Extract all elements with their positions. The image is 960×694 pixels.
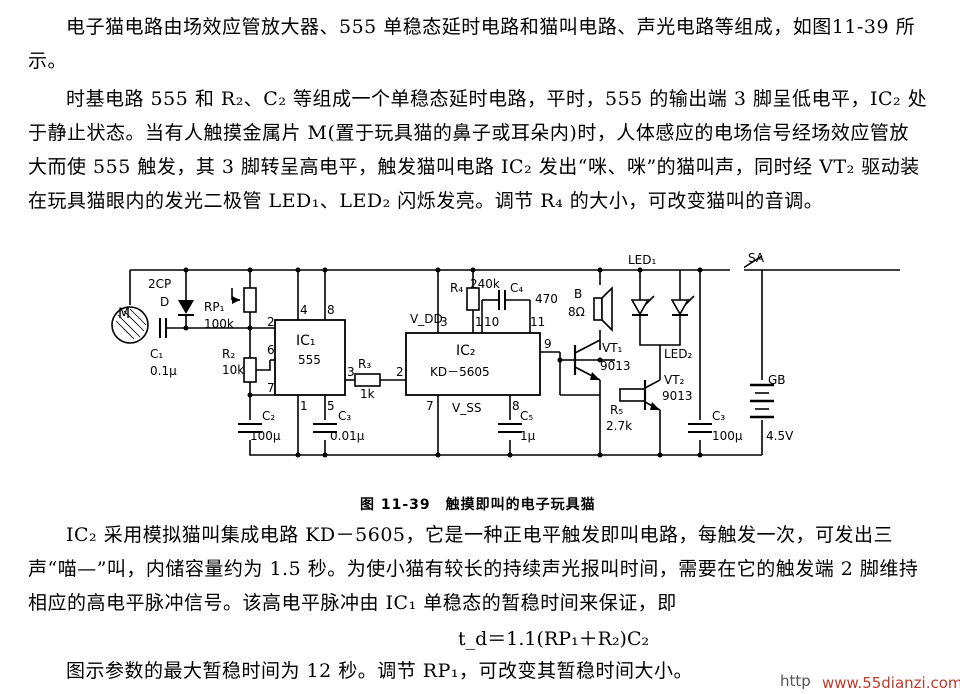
switch-sa: [730, 255, 763, 274]
paragraph-kd5605: IC₂ 采用模拟猫叫集成电路 KD－5605，它是一种正电平触发即叫电路，每触发…: [28, 524, 919, 614]
label-c2-value: 100μ: [250, 429, 281, 443]
pin-ic2-2: 2: [396, 365, 404, 379]
diode-d: [178, 300, 194, 314]
capacitor-c1: [159, 318, 167, 338]
transistor-vt1: [560, 339, 601, 381]
pin-ic2-11: 11: [530, 315, 545, 329]
label-vt1: VT₁: [602, 341, 623, 355]
speaker-b: [593, 286, 613, 332]
pin-6: 6: [267, 343, 275, 357]
label-r3: R₃: [358, 357, 371, 371]
label-vt2: VT₂: [664, 373, 685, 387]
label-c5: C₅: [520, 409, 533, 423]
ic1-555-box: [274, 319, 346, 396]
label-r2: R₂: [222, 347, 235, 361]
potentiometer-rp1: [243, 287, 257, 313]
pin-ic2-8: 8: [512, 399, 520, 413]
label-b-value: 8Ω: [568, 305, 585, 319]
label-c1: C₁: [150, 347, 163, 361]
label-r3-value: 1k: [360, 387, 375, 401]
label-c4-value: 470: [535, 292, 558, 306]
label-ic1: IC₁: [296, 333, 316, 349]
watermark-site: www.55dianzi.com: [822, 674, 960, 692]
pin-5: 5: [327, 399, 335, 413]
pin-2: 2: [267, 315, 275, 329]
label-led2: LED₂: [664, 347, 693, 361]
resistor-r5: [619, 388, 646, 402]
pin-ic2-10: 10: [484, 315, 499, 329]
label-gb-value: 4.5V: [766, 429, 794, 443]
capacitor-c4: [498, 290, 506, 310]
label-r5: R₅: [610, 403, 623, 417]
label-vt1-value: 9013: [600, 359, 631, 373]
paragraph-operation: 时基电路 555 和 R₂、C₂ 等组成一个单稳态延时电路，平时，555 的输出…: [28, 88, 928, 212]
label-2cp: 2CP: [148, 277, 171, 291]
pin-ic2-7: 7: [426, 399, 434, 413]
label-ic1-type: 555: [298, 353, 321, 367]
pin-numbers: 4 8 2 6 7 1 5 3 3 1 10 11 2 7 8 9: [267, 303, 552, 413]
label-ic2-type: KD－5605: [430, 365, 490, 379]
label-vss: V_SS: [452, 401, 481, 415]
label-r5-value: 2.7k: [606, 419, 632, 433]
label-c3-small-value: 0.01μ: [330, 429, 365, 443]
label-d: D: [160, 295, 169, 309]
capacitor-c5: [498, 423, 522, 433]
label-c1-value: 0.1μ: [150, 364, 177, 378]
battery-gb: [750, 383, 774, 419]
circuit-wires: [129, 269, 900, 456]
label-r2-value: 10k: [222, 363, 244, 377]
metal-plate-hatch: [115, 308, 147, 340]
transistor-vt2: [643, 379, 661, 411]
figure-caption: 图 11-39 触摸即叫的电子玩具猫: [360, 497, 596, 513]
label-c2: C₂: [262, 409, 275, 423]
label-b: B: [574, 287, 582, 301]
label-gb: GB: [768, 373, 786, 387]
label-c5-value: 1μ: [520, 429, 536, 443]
resistor-r3: [354, 373, 381, 387]
label-led1: LED₁: [628, 253, 657, 267]
label-rp1-value: 100k: [204, 317, 234, 331]
paragraph-intro: 电子猫电路由场效应管放大器、555 单稳态延时电路和猫叫电路、声光电路等组成，如…: [28, 16, 916, 72]
label-c3-large: C₃: [712, 409, 725, 423]
pin-ic2-9: 9: [544, 337, 552, 351]
watermark-faint: http: [780, 672, 811, 690]
label-vt2-value: 9013: [662, 389, 693, 403]
pin-4: 4: [300, 303, 308, 317]
label-c4: C₄: [510, 281, 523, 295]
label-c3-small: C₃: [338, 409, 351, 423]
label-vdd: V_DD: [410, 312, 443, 326]
label-c3-large-value: 100μ: [712, 429, 743, 443]
paragraph-summary: 图示参数的最大暂稳时间为 12 秒。调节 RP₁，可改变其暂稳时间大小。: [66, 660, 694, 682]
label-r4: R₄: [450, 281, 463, 295]
label-rp1: RP₁: [204, 300, 225, 314]
capacitor-c3-small: [313, 423, 337, 433]
resistor-r4: [466, 287, 480, 311]
label-sa: SA: [748, 251, 765, 265]
pin-1: 1: [300, 399, 308, 413]
junction-dots: [183, 267, 703, 458]
resistor-r2: [243, 357, 257, 383]
capacitor-c3-large: [688, 423, 712, 433]
led1-led2: [630, 295, 695, 330]
pin-3: 3: [347, 365, 355, 379]
pin-ic2-3: 3: [440, 315, 448, 329]
pin-7: 7: [267, 381, 275, 395]
metal-plate-m: [111, 306, 149, 344]
label-ic2: IC₂: [456, 343, 476, 359]
label-m: M: [118, 306, 130, 322]
pin-ic2-1: 1: [475, 315, 483, 329]
ic2-kd5605-box: [405, 332, 541, 396]
pin-8: 8: [327, 303, 335, 317]
formula-td: t_d＝1.1(RP₁＋R₂)C₂: [458, 628, 650, 650]
capacitor-c2: [238, 423, 262, 433]
label-r4-value: 240k: [470, 277, 500, 291]
